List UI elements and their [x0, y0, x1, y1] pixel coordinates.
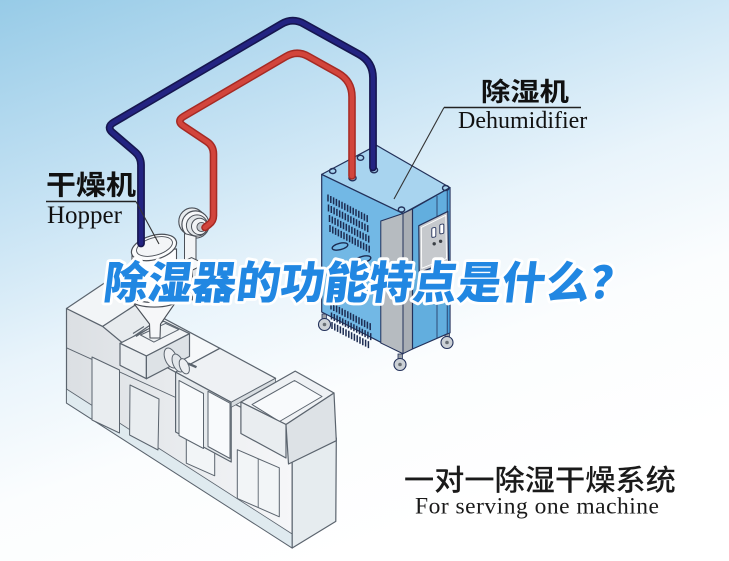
svg-text:Hopper: Hopper: [47, 202, 123, 229]
svg-text:For serving one machine: For serving one machine: [415, 494, 659, 520]
svg-text:Dehumidifier: Dehumidifier: [458, 108, 587, 134]
